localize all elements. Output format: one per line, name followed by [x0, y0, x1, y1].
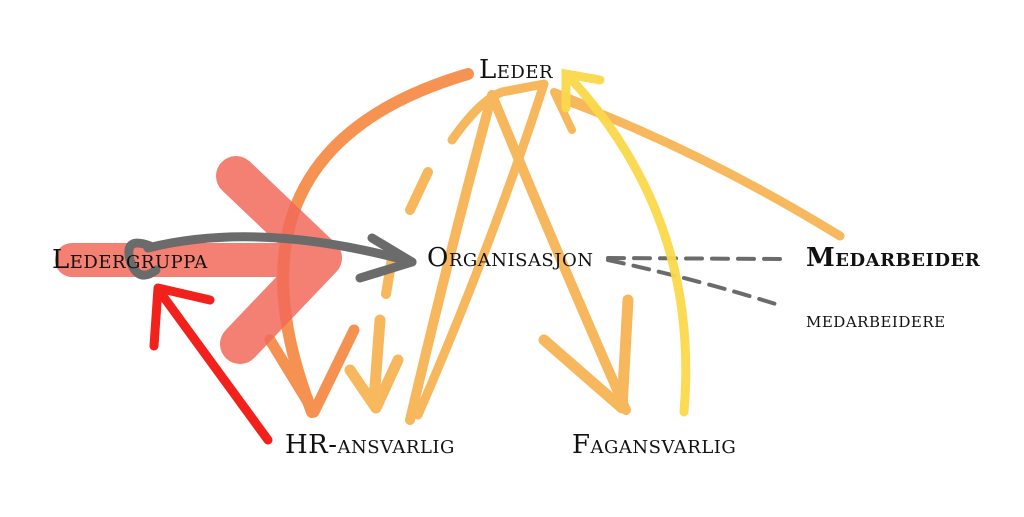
- org-dash-lower: [381, 253, 397, 299]
- red-chevron-head: [216, 156, 342, 364]
- gray-arrowhead: [355, 233, 417, 283]
- red-arrow-head: [149, 283, 215, 351]
- label-leder: Leder: [479, 55, 554, 85]
- label-ledergruppa: Ledergruppa: [52, 245, 208, 275]
- gray-loop: [124, 238, 161, 280]
- label-hr-ansvarlig: HR-ansvarlig: [285, 430, 455, 460]
- light-orange-strokes: [344, 79, 845, 425]
- red-arrow-shaft: [155, 287, 273, 445]
- label-organisasjon: Organisasjon: [427, 243, 594, 273]
- label-medarbeider: Medarbeider: [806, 243, 981, 273]
- red-arrow: [149, 283, 273, 445]
- red-chevron-arrow: [55, 156, 342, 364]
- orange-arc-line: [277, 68, 474, 418]
- fag-arrow: [538, 294, 634, 414]
- gray-shaft: [143, 232, 417, 267]
- org-dash-upper: [405, 167, 433, 215]
- dashed-connectors: [606, 256, 784, 308]
- orange-arc: [264, 68, 474, 418]
- gray-arrow: [124, 232, 417, 283]
- zigzag-left: [413, 79, 549, 420]
- hr-arrow: [344, 314, 404, 414]
- leder-arrowhead-right: [550, 88, 602, 134]
- dash-to-medarbeidere: [606, 258, 784, 308]
- yellow-arc-line: [567, 75, 691, 417]
- label-fagansvarlig: Fagansvarlig: [572, 430, 737, 460]
- label-medarbeidere: medarbeidere: [806, 308, 946, 333]
- orange-arc-head: [264, 324, 360, 418]
- dash-to-medarbeider: [606, 256, 782, 261]
- yellow-arc: [561, 68, 691, 417]
- yellow-arrowhead: [561, 68, 605, 113]
